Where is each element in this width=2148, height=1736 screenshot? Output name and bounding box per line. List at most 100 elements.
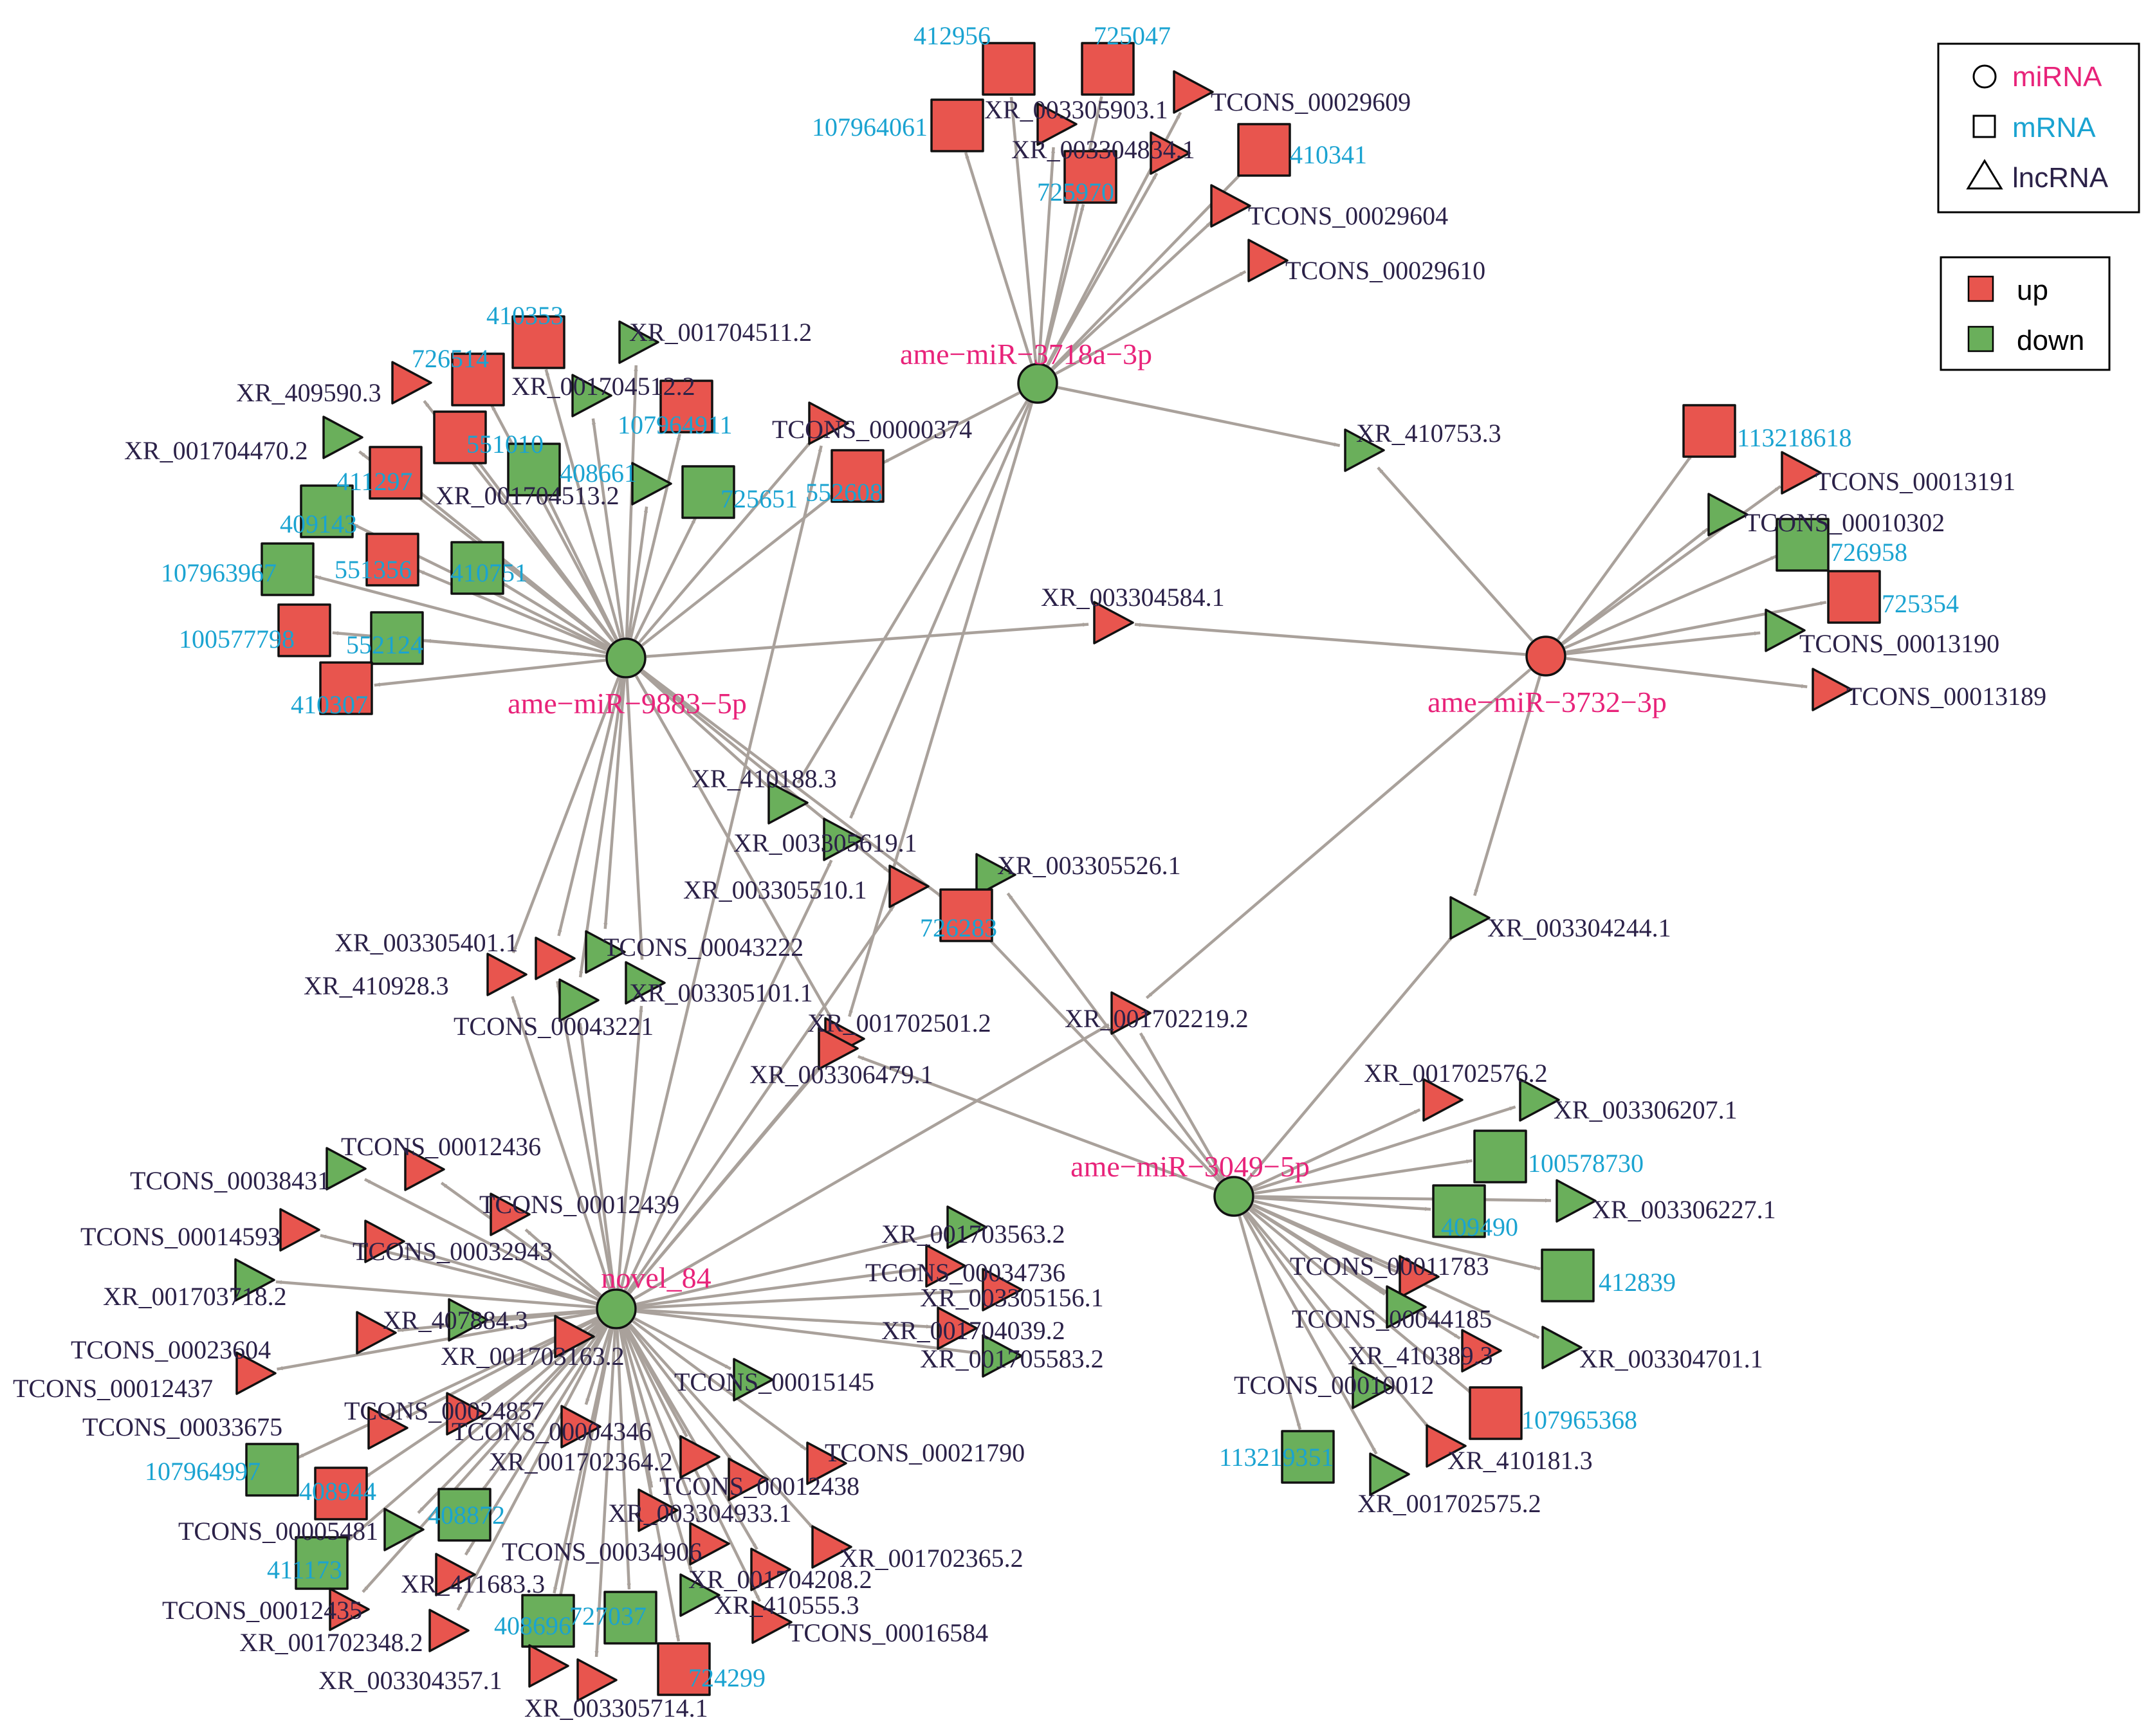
node-g726514[interactable] (451, 352, 505, 407)
node-t24857[interactable] (446, 1392, 487, 1436)
node-g552608[interactable] (831, 449, 885, 503)
node-x1702348[interactable] (428, 1609, 470, 1652)
node-x3305101[interactable] (625, 961, 666, 1005)
node-x410389[interactable] (1461, 1329, 1502, 1373)
node-t12438[interactable] (728, 1457, 769, 1501)
node-t23604[interactable] (356, 1311, 397, 1355)
node-t44185[interactable] (1386, 1285, 1427, 1329)
node-g107963967[interactable] (261, 542, 315, 596)
node-t29610[interactable] (1247, 239, 1289, 282)
node-t43221[interactable] (558, 978, 600, 1022)
node-g107964911[interactable] (659, 379, 713, 434)
node-t10302[interactable] (1707, 493, 1749, 536)
node-x1704039[interactable] (937, 1306, 978, 1350)
node-t11783[interactable] (1399, 1255, 1440, 1299)
node-g409490[interactable] (1432, 1184, 1486, 1238)
node-t12437[interactable] (235, 1351, 277, 1395)
node-x3304933[interactable] (638, 1488, 679, 1532)
node-t15145[interactable] (733, 1358, 774, 1402)
node-n84[interactable] (596, 1288, 637, 1329)
node-x3305714[interactable] (576, 1658, 618, 1702)
node-g725970[interactable] (1063, 150, 1117, 204)
node-g409143[interactable] (300, 484, 354, 538)
node-t34906[interactable] (689, 1522, 730, 1566)
node-x3304834[interactable] (1150, 131, 1191, 175)
node-g408944[interactable] (314, 1466, 368, 1521)
node-g408872[interactable] (437, 1488, 491, 1542)
node-g725354[interactable] (1827, 570, 1881, 624)
node-g725047[interactable] (1081, 42, 1135, 96)
node-x3304244[interactable] (1449, 896, 1491, 940)
node-t34736[interactable] (925, 1244, 966, 1288)
node-t33675[interactable] (367, 1406, 408, 1450)
node-t12435[interactable] (329, 1587, 370, 1631)
node-g727037[interactable] (603, 1591, 657, 1645)
node-x410181[interactable] (1426, 1424, 1467, 1468)
node-m3049[interactable] (1213, 1176, 1254, 1217)
node-g100578730[interactable] (1473, 1129, 1527, 1183)
node-t13190[interactable] (1765, 608, 1806, 652)
node-g107965368[interactable] (1469, 1386, 1523, 1440)
node-g412839[interactable] (1541, 1248, 1595, 1302)
node-g408661[interactable] (507, 443, 561, 497)
node-m3732[interactable] (1525, 635, 1566, 677)
node-x409590[interactable] (391, 361, 432, 405)
node-g551356[interactable] (365, 533, 419, 587)
node-x3305401[interactable] (535, 937, 576, 980)
node-x1704208[interactable] (750, 1548, 791, 1591)
node-t05481[interactable] (383, 1508, 425, 1551)
node-m3718[interactable] (1017, 363, 1058, 404)
node-t16584[interactable] (751, 1600, 793, 1644)
node-x3306207[interactable] (1519, 1078, 1560, 1122)
node-x3305903[interactable] (1036, 102, 1078, 146)
node-x1702365[interactable] (811, 1525, 852, 1569)
node-t14593[interactable] (279, 1208, 320, 1252)
node-x1704470[interactable] (322, 416, 363, 459)
node-t29609[interactable] (1173, 70, 1214, 114)
node-x407884[interactable] (448, 1298, 489, 1342)
node-x1702219[interactable] (1110, 991, 1152, 1035)
node-g100577798[interactable] (277, 603, 331, 657)
node-t13191[interactable] (1781, 451, 1822, 495)
node-t38431[interactable] (326, 1147, 367, 1191)
node-t43222[interactable] (585, 930, 626, 974)
node-x3305156[interactable] (982, 1268, 1023, 1311)
node-x3304701[interactable] (1541, 1326, 1583, 1369)
node-x411683[interactable] (435, 1553, 476, 1596)
node-t21790[interactable] (806, 1441, 847, 1485)
node-g410751[interactable] (450, 541, 504, 595)
node-t10012[interactable] (1352, 1366, 1393, 1409)
node-t13189[interactable] (1812, 668, 1853, 711)
node-x410928[interactable] (486, 953, 528, 996)
node-x1702364[interactable] (679, 1435, 721, 1479)
node-x410188[interactable] (767, 781, 809, 825)
node-x1705583[interactable] (982, 1334, 1023, 1378)
node-m9883[interactable] (605, 637, 647, 679)
node-x1702576[interactable] (1422, 1078, 1464, 1122)
node-x410555[interactable] (679, 1573, 721, 1617)
node-g551010[interactable] (433, 410, 487, 464)
node-t12439[interactable] (490, 1192, 531, 1236)
node-x3305619[interactable] (823, 818, 864, 861)
node-x1703163[interactable] (554, 1315, 595, 1358)
node-g724299[interactable] (657, 1642, 711, 1696)
node-x410753[interactable] (1344, 428, 1385, 472)
node-g408696[interactable] (521, 1594, 575, 1648)
node-x1703718[interactable] (234, 1258, 275, 1302)
node-t00374[interactable] (808, 401, 849, 445)
node-t12436[interactable] (404, 1147, 445, 1191)
node-x1702575[interactable] (1369, 1452, 1410, 1496)
node-x3305526[interactable] (975, 853, 1016, 897)
node-g726283[interactable] (939, 888, 993, 942)
node-t29604[interactable] (1210, 184, 1251, 228)
node-g411173[interactable] (295, 1536, 349, 1590)
node-x1704513[interactable] (631, 462, 672, 506)
node-g552124[interactable] (370, 611, 424, 665)
node-g725651[interactable] (681, 465, 735, 519)
node-g726958[interactable] (1776, 518, 1830, 572)
node-g411297[interactable] (369, 446, 423, 500)
node-g412956[interactable] (982, 42, 1036, 96)
node-t32943[interactable] (364, 1220, 405, 1263)
node-x3304584[interactable] (1093, 601, 1134, 644)
node-x3306479[interactable] (818, 1027, 859, 1070)
